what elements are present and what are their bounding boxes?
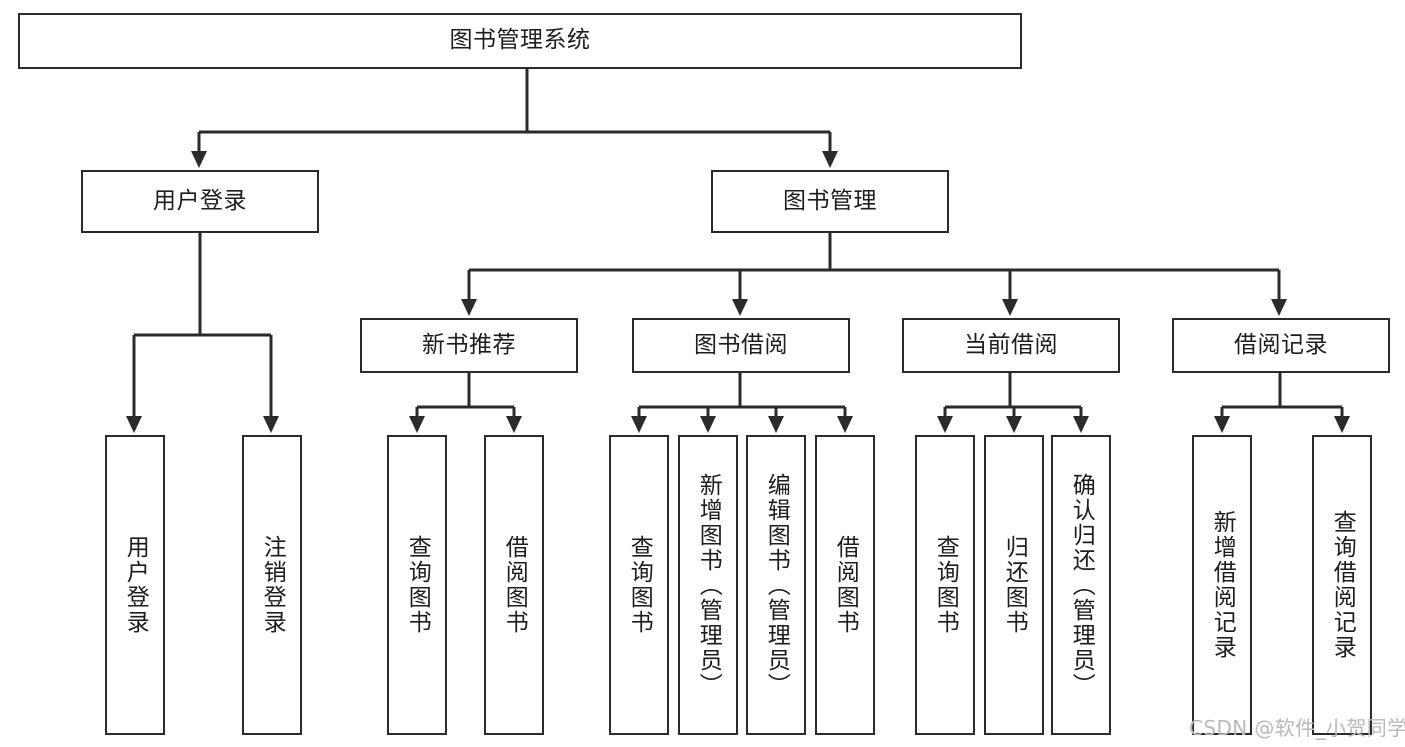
node-label: 当前借阅 (964, 331, 1058, 358)
node-leaf-edit-book-admin[interactable]: 编辑图书（管理员） (746, 435, 806, 735)
edge-user-login-to-leaf2-arrowhead-icon (263, 416, 279, 433)
node-leaf-query-borrow-record[interactable]: 查询借阅记录 (1312, 435, 1372, 735)
node-leaf-add-borrow-record[interactable]: 新增借阅记录 (1192, 435, 1252, 735)
edge-cur-to-leaf3-arrowhead-icon (1073, 416, 1089, 433)
node-leaf-user-logout[interactable]: 注销登录 (242, 435, 302, 735)
edge-user-login-to-leaf1-arrowhead-icon (126, 416, 142, 433)
node-label: 编辑图书（管理员） (763, 472, 790, 698)
node-label: 图书管理系统 (449, 27, 591, 54)
node-label: 确认归还（管理员） (1068, 472, 1095, 698)
node-leaf-confirm-return-admin[interactable]: 确认归还（管理员） (1051, 435, 1111, 735)
edge-bookmgmt-to-l2c-arrowhead-icon (1002, 299, 1018, 316)
node-label: 查询图书 (932, 535, 959, 635)
node-leaf-add-book-admin[interactable]: 新增图书（管理员） (678, 435, 738, 735)
edge-cur-to-leaf2-arrowhead-icon (1006, 416, 1022, 433)
edge-bookmgmt-to-l2d-arrowhead-icon (1271, 299, 1287, 316)
node-label: 查询借阅记录 (1329, 510, 1356, 660)
node-root[interactable]: 图书管理系统 (18, 13, 1022, 69)
edge-cur-to-leaf1-arrowhead-icon (937, 416, 953, 433)
edge-rec-to-leaf1-arrowhead-icon (409, 416, 425, 433)
node-current-borrow[interactable]: 当前借阅 (902, 318, 1120, 373)
node-label: 用户登录 (122, 535, 149, 635)
edge-bor-to-leaf4-arrowhead-icon (837, 416, 853, 433)
node-leaf-query-book-cur[interactable]: 查询图书 (915, 435, 975, 735)
node-book-borrow[interactable]: 图书借阅 (632, 318, 850, 373)
edge-root-to-user-login-arrowhead-icon (191, 151, 207, 168)
node-label: 借阅图书 (832, 535, 859, 635)
node-new-book-recommend[interactable]: 新书推荐 (360, 318, 578, 373)
node-book-management[interactable]: 图书管理 (711, 170, 949, 233)
edge-bookmgmt-to-l2a-arrowhead-icon (461, 299, 477, 316)
node-leaf-borrow-book-bor[interactable]: 借阅图书 (815, 435, 875, 735)
edge-rec-to-leaf2-arrowhead-icon (506, 416, 522, 433)
node-leaf-query-book-rec[interactable]: 查询图书 (387, 435, 447, 735)
node-label: 新书推荐 (422, 331, 516, 358)
node-label: 查询图书 (626, 535, 653, 635)
edge-rrec-to-leaf1-arrowhead-icon (1214, 416, 1230, 433)
node-borrow-record[interactable]: 借阅记录 (1172, 318, 1390, 373)
node-label: 借阅图书 (501, 535, 528, 635)
edge-bookmgmt-to-l2b-arrowhead-icon (732, 299, 748, 316)
node-label: 注销登录 (259, 535, 286, 635)
node-label: 图书管理 (783, 187, 877, 214)
node-leaf-return-book[interactable]: 归还图书 (984, 435, 1044, 735)
edge-bor-to-leaf2-arrowhead-icon (700, 416, 716, 433)
csdn-watermark: CSDN @软件_小贺同学 (1189, 716, 1405, 740)
edge-rrec-to-leaf2-arrowhead-icon (1334, 416, 1350, 433)
node-leaf-user-login[interactable]: 用户登录 (105, 435, 165, 735)
node-leaf-borrow-book-rec[interactable]: 借阅图书 (484, 435, 544, 735)
node-label: 借阅记录 (1234, 331, 1328, 358)
node-label: 新增借阅记录 (1209, 510, 1236, 660)
edge-bor-to-leaf1-arrowhead-icon (631, 416, 647, 433)
node-label: 新增图书（管理员） (695, 472, 722, 698)
node-label: 查询图书 (404, 535, 431, 635)
node-user-login[interactable]: 用户登录 (81, 170, 319, 233)
node-label: 用户登录 (153, 187, 247, 214)
node-leaf-query-book-bor[interactable]: 查询图书 (609, 435, 669, 735)
node-label: 图书借阅 (694, 331, 788, 358)
edge-root-to-book-management-arrowhead-icon (822, 151, 838, 168)
edge-bor-to-leaf3-arrowhead-icon (768, 416, 784, 433)
node-label: 归还图书 (1001, 535, 1028, 635)
